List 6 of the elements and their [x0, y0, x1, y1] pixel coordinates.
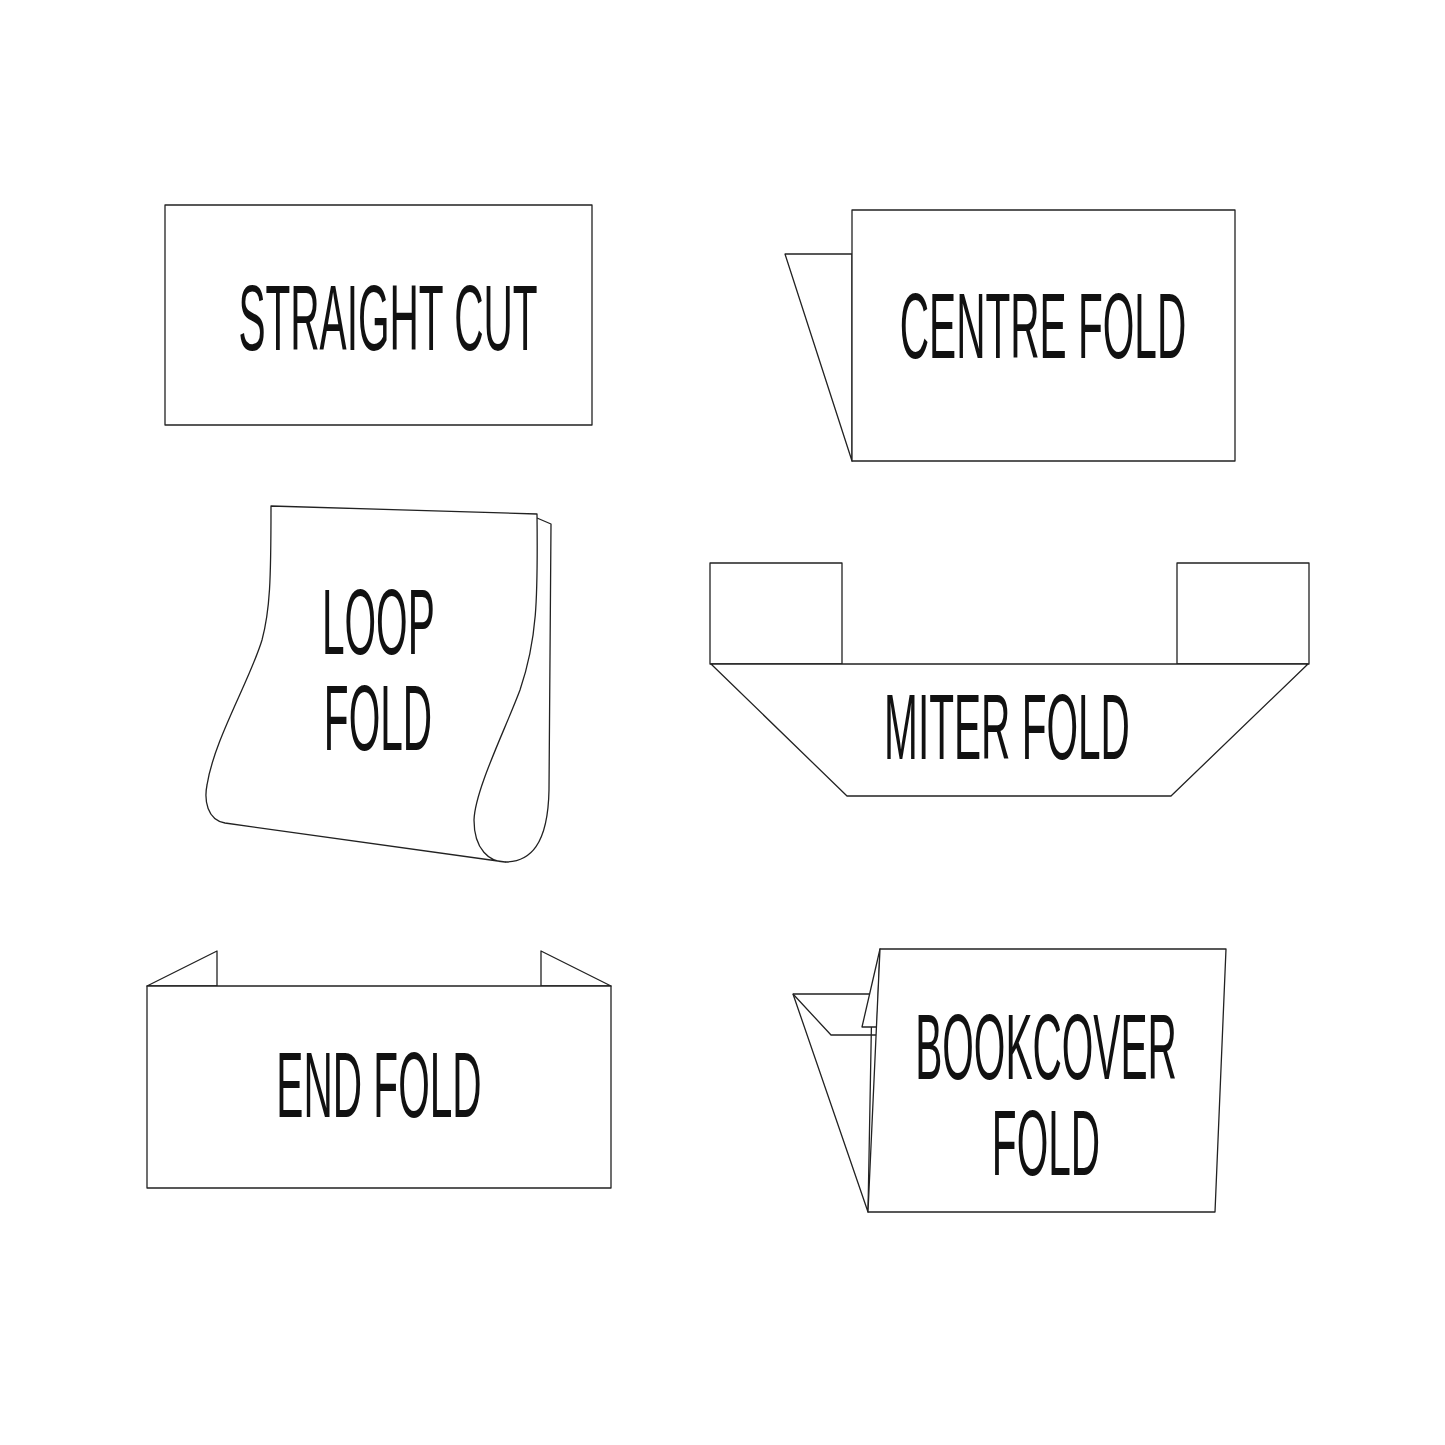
label-title: MITER FOLD [884, 679, 1130, 775]
label-title: CENTRE FOLD [899, 278, 1187, 374]
label-title: END FOLD [276, 1037, 482, 1133]
label-title: BOOKCOVER FOLD [915, 999, 1177, 1191]
label-title: LOOP FOLD [321, 574, 435, 766]
label-title: STRAIGHT CUT [238, 270, 538, 366]
